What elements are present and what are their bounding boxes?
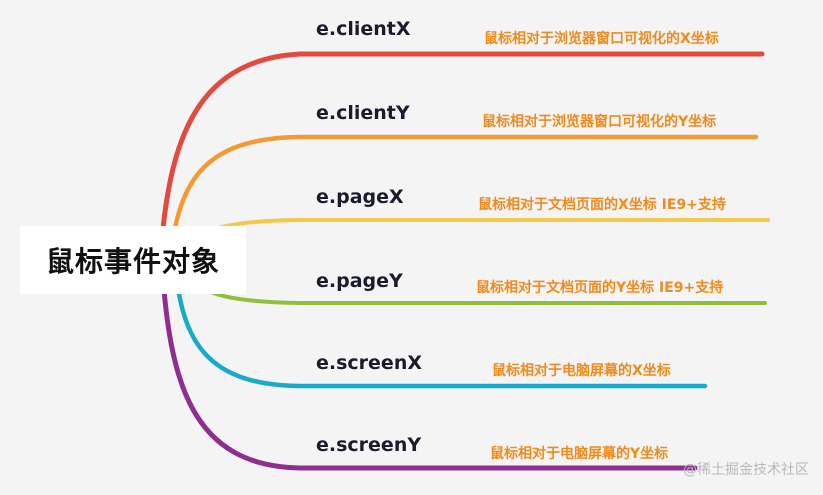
branch-desc-screenX: 鼠标相对于电脑屏幕的X坐标 (492, 363, 671, 379)
branch-title-screenX: e.screenX (316, 352, 422, 374)
branch-desc-pageY: 鼠标相对于文档页面的Y坐标 IE9+支持 (476, 280, 724, 296)
branch-desc-clientX: 鼠标相对于浏览器窗口可视化的X坐标 (484, 31, 719, 47)
branch-title-clientX: e.clientX (316, 18, 411, 40)
branch-desc-screenY: 鼠标相对于电脑屏幕的Y坐标 (490, 446, 669, 462)
connector-line (157, 51, 765, 265)
branch-title-pageY: e.pageY (316, 270, 403, 292)
branch-title-screenY: e.screenY (316, 434, 422, 456)
connector-line (159, 263, 698, 471)
branch-desc-clientY: 鼠标相对于浏览器窗口可视化的Y坐标 (482, 114, 717, 130)
root-node: 鼠标事件对象 (20, 226, 246, 294)
branch-title-pageX: e.pageX (316, 186, 404, 208)
branch-desc-pageX: 鼠标相对于文档页面的X坐标 IE9+支持 (478, 197, 726, 213)
connector-line (183, 218, 770, 262)
root-node-label: 鼠标事件对象 (45, 245, 220, 278)
branch-title-clientY: e.clientY (316, 102, 410, 124)
watermark: @稀土掘金技术社区 (683, 462, 809, 478)
